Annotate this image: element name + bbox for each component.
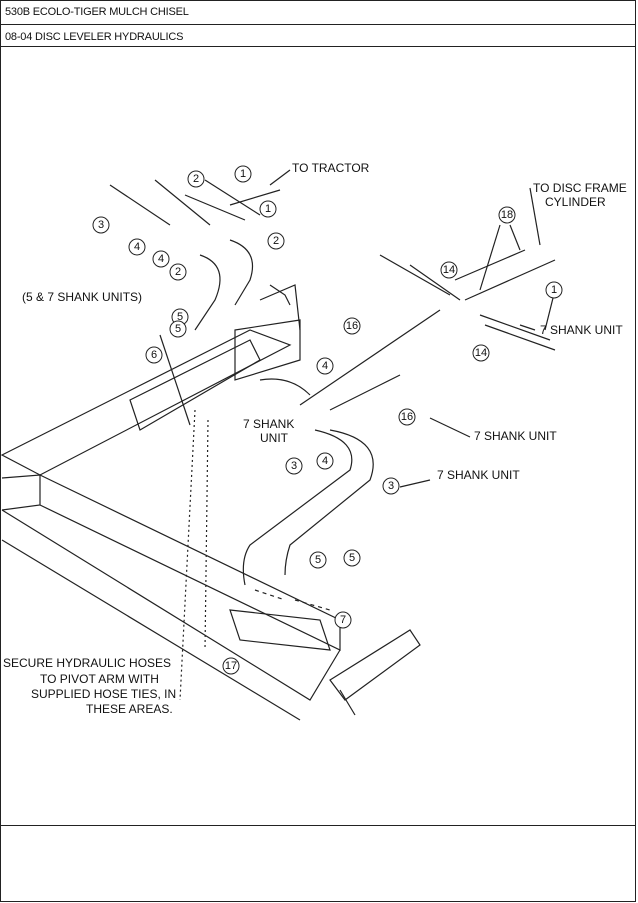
hose-2-left: [194, 254, 221, 331]
callout-7: [334, 611, 352, 629]
callout-number: 5: [349, 552, 355, 564]
callout-number: 1: [551, 284, 557, 296]
label-shank-units: (5 & 7 SHANK UNITS): [22, 290, 142, 304]
callout-number: 4: [322, 360, 328, 372]
hose-3-left: [242, 429, 353, 586]
label-cylinder: CYLINDER: [545, 195, 606, 209]
lower-frame-beam: [39, 474, 341, 651]
callout-number: 1: [265, 203, 271, 215]
callout-4-mid: [152, 250, 170, 268]
hose-16-upper: [299, 309, 441, 406]
label-seven-shank-left-2: UNIT: [260, 431, 289, 445]
hose-3-upper: [109, 184, 171, 226]
callout-16-lower: [398, 408, 416, 426]
callout-1-top: [234, 165, 252, 183]
right-lever-arm: [329, 629, 421, 701]
callout-number: 16: [346, 320, 358, 332]
frame-end: [1, 474, 41, 511]
callout-number: 5: [315, 554, 321, 566]
callout-number: 5: [177, 311, 183, 323]
callout-number: 4: [158, 253, 164, 265]
callout-number: 4: [134, 241, 140, 253]
callout-14-top: [440, 261, 458, 279]
callout-3-right: [382, 477, 400, 495]
callout-17: [222, 657, 240, 675]
callout-number: 2: [193, 173, 199, 185]
callout-5-bottom-right: [343, 549, 361, 567]
callout-2-top: [187, 170, 205, 188]
hose-3-right: [284, 429, 374, 576]
callout-4-center: [316, 357, 334, 375]
label-secure-2: TO PIVOT ARM WITH: [40, 672, 159, 686]
callout-number: 14: [443, 264, 455, 276]
drawing-frame: [0, 46, 636, 825]
callout-number: 7: [340, 614, 346, 626]
cylinder-7: [229, 609, 331, 651]
document-title: 530B ECOLO-TIGER MULCH CHISEL: [5, 6, 189, 18]
label-secure-4: THESE AREAS.: [86, 702, 173, 716]
label-secure-1: SECURE HYDRAULIC HOSES: [3, 656, 171, 670]
callout-16-top: [343, 317, 361, 335]
callout-number: 3: [98, 219, 104, 231]
callout-4-left: [128, 238, 146, 256]
label-to-tractor: TO TRACTOR: [292, 161, 370, 175]
callout-number: 5: [175, 323, 181, 335]
document-subtitle: 08-04 DISC LEVELER HYDRAULICS: [5, 31, 184, 43]
callout-1-far-right: [545, 281, 563, 299]
callout-1-right: [259, 200, 277, 218]
callout-number: 4: [322, 455, 328, 467]
title-block-header: 530B ECOLO-TIGER MULCH CHISEL 08-04 DISC…: [0, 0, 636, 47]
cylinder-6: [129, 339, 261, 431]
pivot-arm: [234, 319, 301, 381]
label-seven-shank-left-1: 7 SHANK: [243, 417, 294, 431]
callout-18: [498, 206, 516, 224]
callout-3-left: [92, 216, 110, 234]
callout-5-lower: [169, 320, 187, 338]
footer-block: [0, 825, 636, 902]
callout-14-bottom: [472, 344, 490, 362]
hose-16-lower: [329, 374, 401, 411]
callout-6: [145, 346, 163, 364]
callout-number: 1: [240, 168, 246, 180]
callout-2-right: [267, 232, 285, 250]
callout-number: 6: [151, 349, 157, 361]
callout-5-bottom-left: [309, 551, 327, 569]
main-frame-beam: [0, 329, 292, 476]
hose-2-right: [229, 239, 254, 306]
callout-number: 17: [225, 660, 237, 672]
label-seven-shank-a: 7 SHANK UNIT: [540, 323, 623, 337]
header-divider: [1, 24, 635, 25]
label-seven-shank-c: 7 SHANK UNIT: [437, 468, 520, 482]
callout-2-mid: [169, 263, 187, 281]
callout-number: 3: [388, 480, 394, 492]
label-secure-3: SUPPLIED HOSE TIES, IN: [31, 687, 176, 701]
callout-4-lower: [316, 452, 334, 470]
callout-number: 2: [175, 266, 181, 278]
callout-number: 14: [475, 347, 487, 359]
callout-number: 16: [401, 411, 413, 423]
label-seven-shank-b: 7 SHANK UNIT: [474, 429, 557, 443]
callout-number: 2: [273, 235, 279, 247]
callout-number: 18: [501, 209, 513, 221]
label-to-disc-frame: TO DISC FRAME: [533, 181, 627, 195]
callout-3-mid: [285, 457, 303, 475]
callout-number: 3: [291, 460, 297, 472]
